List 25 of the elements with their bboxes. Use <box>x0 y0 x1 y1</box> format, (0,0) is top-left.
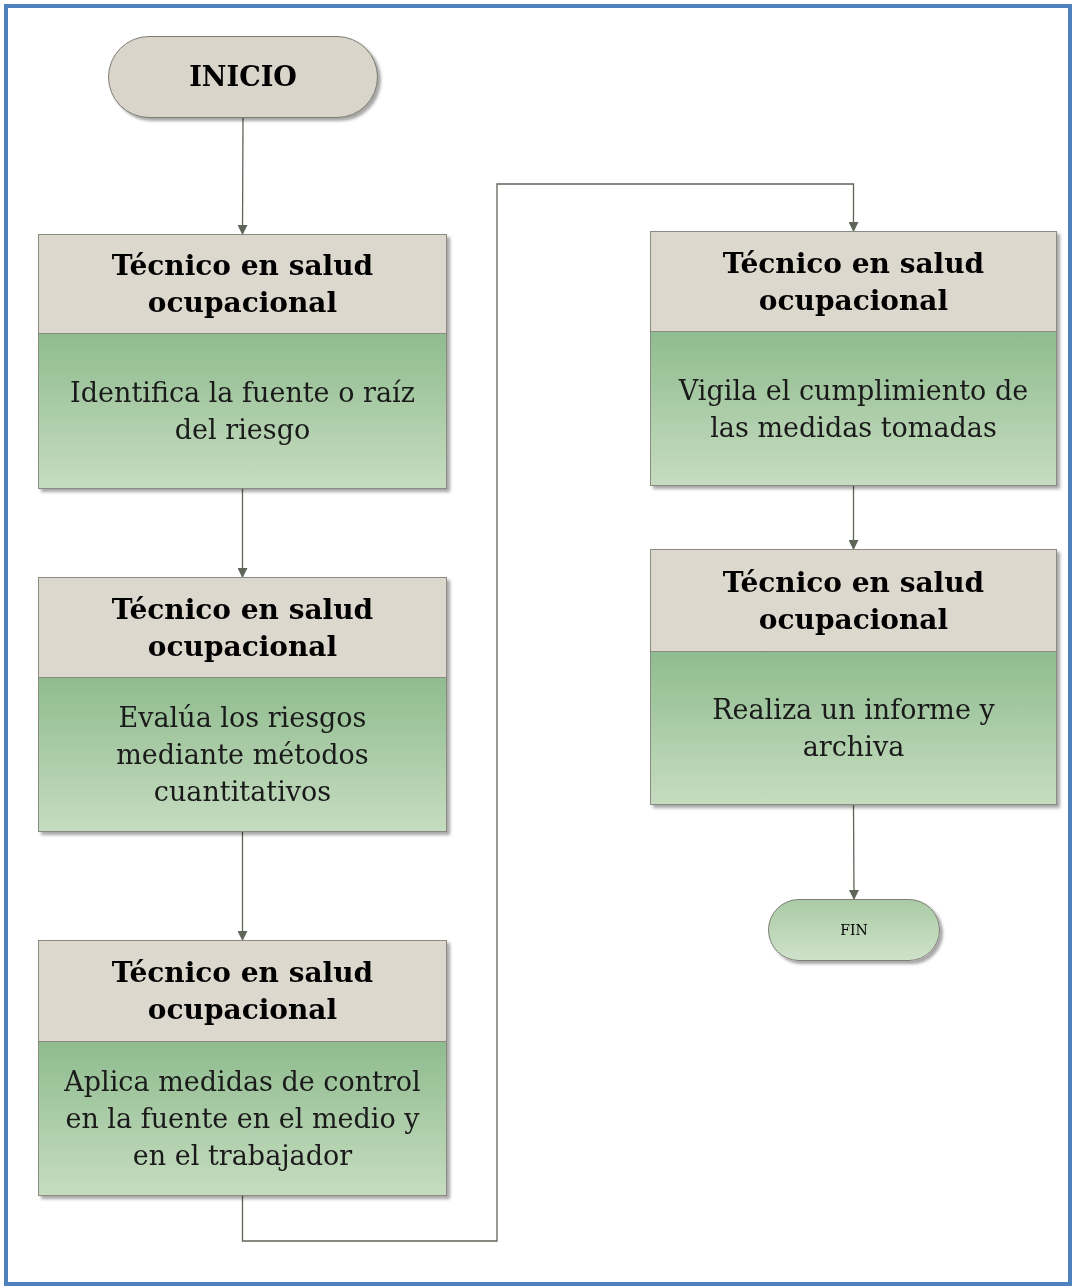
step-text: Identifica la fuente o raíz del riesgo <box>69 376 416 447</box>
role-heading: Técnico en salud ocupacional <box>721 245 986 319</box>
process-box <box>650 231 1057 486</box>
arrow <box>237 488 248 578</box>
arrow <box>237 117 248 235</box>
step-text: Vigila el cumplimiento de las medidas tomadas <box>677 373 1030 445</box>
role-heading: Técnico en salud ocupacional <box>110 955 375 1028</box>
step-text: Aplica medidas de control en la fuente en el medio y en el trabajador <box>63 1065 422 1173</box>
process-box <box>38 234 447 489</box>
role-heading: Técnico en salud ocupacional <box>110 591 375 665</box>
arrow <box>237 831 248 941</box>
terminator-label: INICIO <box>189 59 297 94</box>
process-box <box>38 577 447 832</box>
arrow <box>241 183 859 1242</box>
arrow <box>848 485 859 550</box>
role-heading: Técnico en salud ocupacional <box>110 248 375 321</box>
terminator-pill <box>768 899 940 961</box>
arrow <box>848 804 859 900</box>
process-box <box>650 549 1057 805</box>
step-text: Realiza un informe y archiva <box>711 693 996 764</box>
role-heading: Técnico en salud ocupacional <box>721 564 986 638</box>
terminator-pill <box>108 36 378 118</box>
process-box <box>38 940 447 1196</box>
terminator-label: FIN <box>840 920 868 940</box>
step-text: Evalúa los riesgos mediante métodos cuantitativos <box>115 701 370 809</box>
